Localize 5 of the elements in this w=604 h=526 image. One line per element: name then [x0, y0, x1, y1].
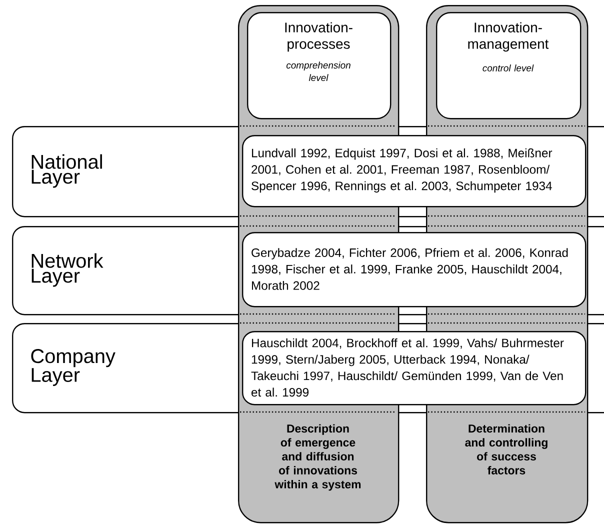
heading-box: Innovation-management control level — [436, 12, 582, 120]
reference-box: Hauschildt 2004, Brockhoff et al. 1999, Vahs/ Buhrmester 1999, Stern/Jaberg 2005, Utterback 1994, Nonaka/ Takeuchi 1997, Hauschildt/ Gemünden 1999, Van de Ven et al. 1999 — [242, 331, 586, 406]
reference-box: Lundvall 1992, Edquist 1997, Dosi et al. 1988, Meißner 2001, Cohen et al. 2001, Freeman 1987, Rosenbloom/ Spencer 1996, Rennings et al. 2003, Schumpeter 1934 — [242, 135, 586, 208]
reference-box: Gerybadze 2004, Fichter 2006, Pfriem et al. 2006, Konrad 1998, Fischer et al. 1999, Franke 2005, Hauschildt 2004, Morath 2002 — [242, 232, 586, 308]
heading-box: Innovation-processes comprehension level — [247, 12, 392, 120]
